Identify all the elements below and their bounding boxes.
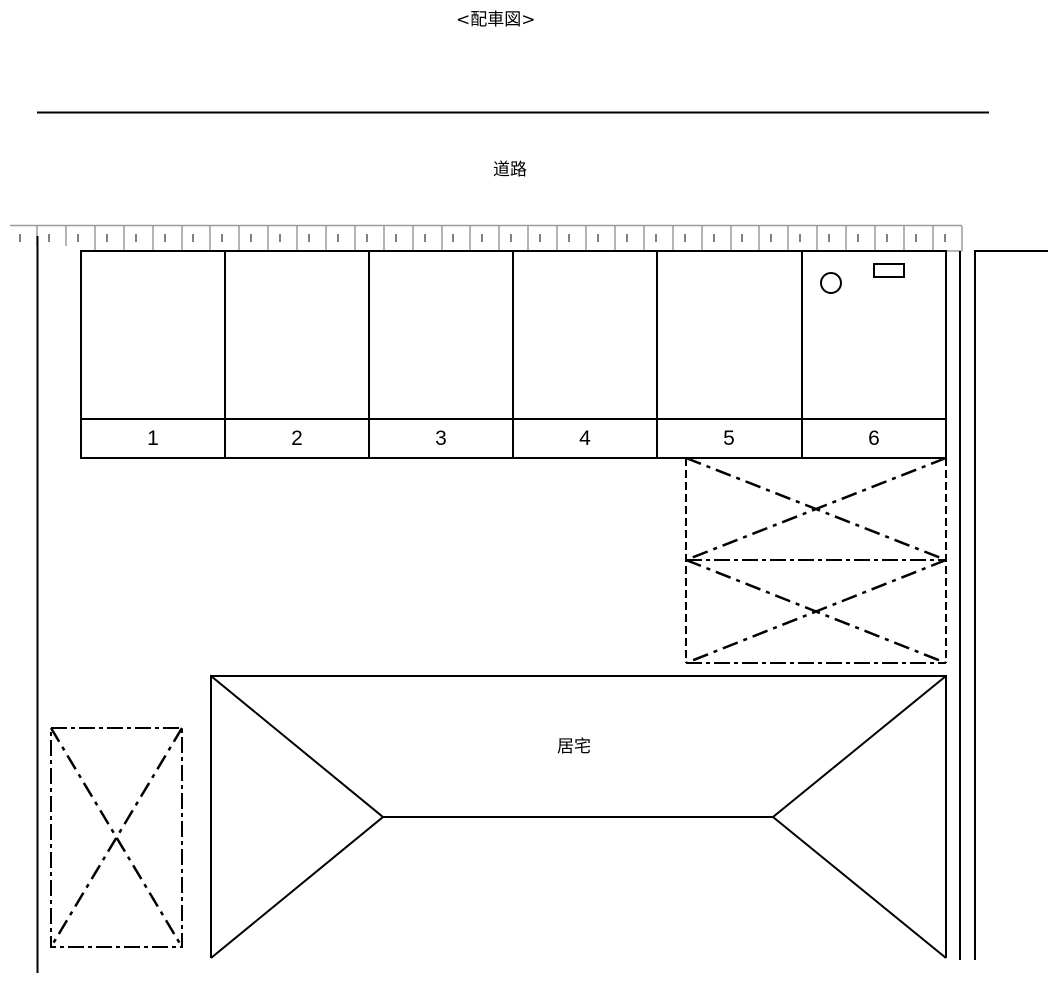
parking-space-1-number: 1 <box>147 427 159 450</box>
rectangle-symbol-icon <box>873 263 905 278</box>
house-roof <box>210 675 947 959</box>
excluded-zone-left <box>49 727 184 948</box>
parking-space-5-number: 5 <box>723 427 735 450</box>
parking-space-4-number: 4 <box>579 427 591 450</box>
parking-space-3-number: 3 <box>435 427 447 450</box>
diagram-title: <配車図> <box>456 10 536 30</box>
parking-space-6-number: 6 <box>868 427 880 450</box>
circle-symbol-icon <box>820 272 842 294</box>
parking-block <box>80 250 947 459</box>
excluded-zone-right <box>685 456 947 665</box>
road-label: 道路 <box>493 160 527 180</box>
parking-space-2-number: 2 <box>291 427 303 450</box>
fence <box>10 224 963 252</box>
neighbor-boundary <box>974 250 1048 960</box>
house-label: 居宅 <box>557 737 591 757</box>
